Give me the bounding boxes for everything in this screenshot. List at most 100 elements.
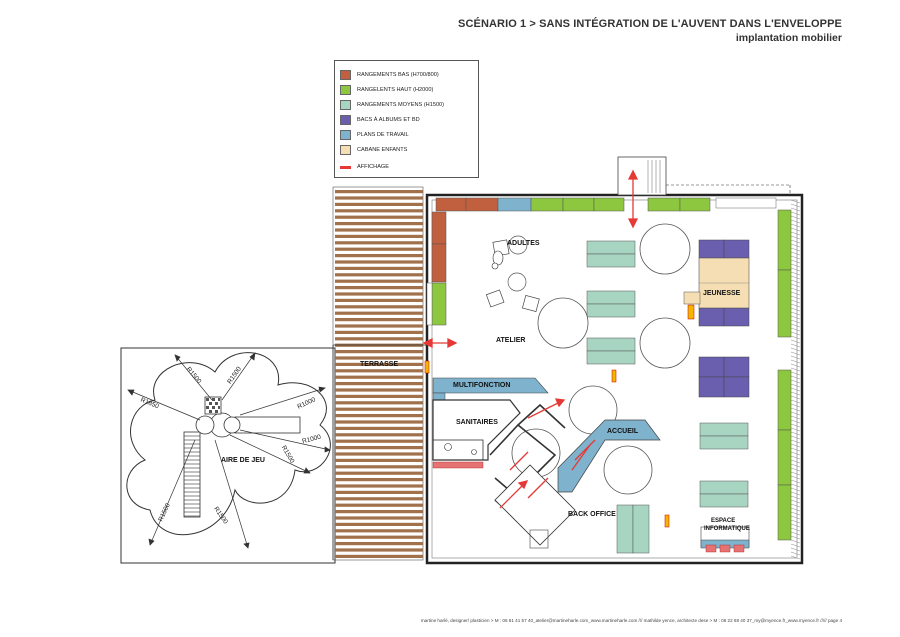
footer-credits: martine harlé, designer/ plasticien > M … [420,618,842,623]
storage-mid-4 [699,422,749,437]
round-table-6 [603,445,653,495]
accueil-desk [557,419,661,493]
deck-plank [335,350,423,354]
room-label-espace: ESPACE [711,518,736,524]
deck-plank [335,286,423,290]
legend-item-bacs: BACS À ALBUMS ET BD [340,114,420,126]
deck-plank [335,369,423,373]
page-title: SCÉNARIO 1 > SANS INTÉGRATION DE L'AUVEN… [458,18,842,30]
deck-plank [335,490,423,494]
legend-item-rangements-bas: RANGEMENTS BAS (H700/800) [340,69,439,81]
deck-plank [335,266,423,270]
storage-mid-3 [586,337,636,352]
room-label-back-office: BACK OFFICE [568,511,616,518]
deck-plank [335,196,423,200]
storage-high-left [431,282,447,326]
bacs-1 [698,239,725,259]
deck-plank [335,407,423,411]
legend: RANGEMENTS BAS (H700/800) RANGELENTS HAU… [334,60,479,178]
deck-plank [335,362,423,366]
play-ladder [183,431,201,518]
deck-plank [335,452,423,456]
deck-plank [335,503,423,507]
storage-mid-2 [586,290,636,305]
deck-plank [335,202,423,206]
deck-plank [335,388,423,392]
bacs-2 [698,307,725,327]
legend-swatch [340,145,351,155]
round-table-1 [639,223,691,275]
storage-low-top-1 [435,197,467,212]
deck-plank [335,439,423,443]
storage-high-right-3 [777,369,792,431]
deck-plank [335,241,423,245]
deck-plank [335,484,423,488]
storage-low-left-2 [431,243,447,283]
storage-high-right-2 [777,269,792,338]
deck-plank [335,279,423,283]
legend-item-plans-travail: PLANS DE TRAVAIL [340,129,409,141]
round-table-2 [537,297,589,349]
play-beam [234,416,301,434]
deck-plank [335,510,423,514]
deck-plank [335,356,423,360]
room-label-terrasse: TERRASSE [360,361,399,368]
deck-plank [335,414,423,418]
room-label-atelier: ATELIER [496,337,526,344]
legend-item-rangements-haut: RANGELENTS HAUT (H2000) [340,84,433,96]
deck-plank [335,260,423,264]
room-label-informatique: INFORMATIQUE [704,526,750,532]
deck-plank [335,433,423,437]
deck-plank [335,330,423,334]
storage-mid-6 [616,504,634,554]
deck-plank [335,305,423,309]
room-label-adultes: ADULTES [507,240,540,247]
deck-plank [335,234,423,238]
legend-swatch [340,85,351,95]
play-area-outline [126,352,331,536]
multifonction-band [432,377,549,394]
deck-plank [335,254,423,258]
legend-line [340,165,351,169]
deck-plank [335,426,423,430]
legend-item-rangements-moyens: RANGEMENTS MOYENS (H1500) [340,99,444,111]
deck-plank [335,516,423,520]
deck-plank [335,548,423,552]
deck-plank [335,542,423,546]
room-label-multifonction: MULTIFONCTION [453,382,511,389]
deck-plank [335,382,423,386]
storage-low-top-2 [465,197,499,212]
page-subtitle: implantation mobilier [735,32,842,44]
legend-item-affichage: AFFICHAGE [340,161,389,173]
deck-plank [335,446,423,450]
bacs-3 [698,356,725,378]
deck-plank [335,497,423,501]
deck-plank [335,292,423,296]
deck-plank [335,554,423,558]
chair [507,272,527,292]
deck-plank [335,215,423,219]
storage-mid-1 [586,240,636,255]
deck-plank [335,190,423,194]
legend-swatch [340,100,351,110]
room-label-jeunesse: JEUNESSE [703,290,741,297]
deck-plank [335,401,423,405]
deck-plank [335,209,423,213]
north-entrance [617,156,667,196]
deck-plank [335,273,423,277]
deck-plank [335,375,423,379]
deck-plank [335,420,423,424]
deck-plank [335,394,423,398]
building-outline [425,193,804,565]
play-box [204,396,222,415]
room-label-accueil: ACCUEIL [607,428,639,435]
room-label-aire-de-jeu: AIRE DE JEU [221,457,265,464]
room-label-sanitaires: SANITAIRES [456,419,498,426]
deck-plank [335,247,423,251]
deck-plank [335,318,423,322]
deck-plank [335,324,423,328]
legend-swatch [340,70,351,80]
storage-low-left-1 [431,211,447,245]
deck-plank [335,298,423,302]
